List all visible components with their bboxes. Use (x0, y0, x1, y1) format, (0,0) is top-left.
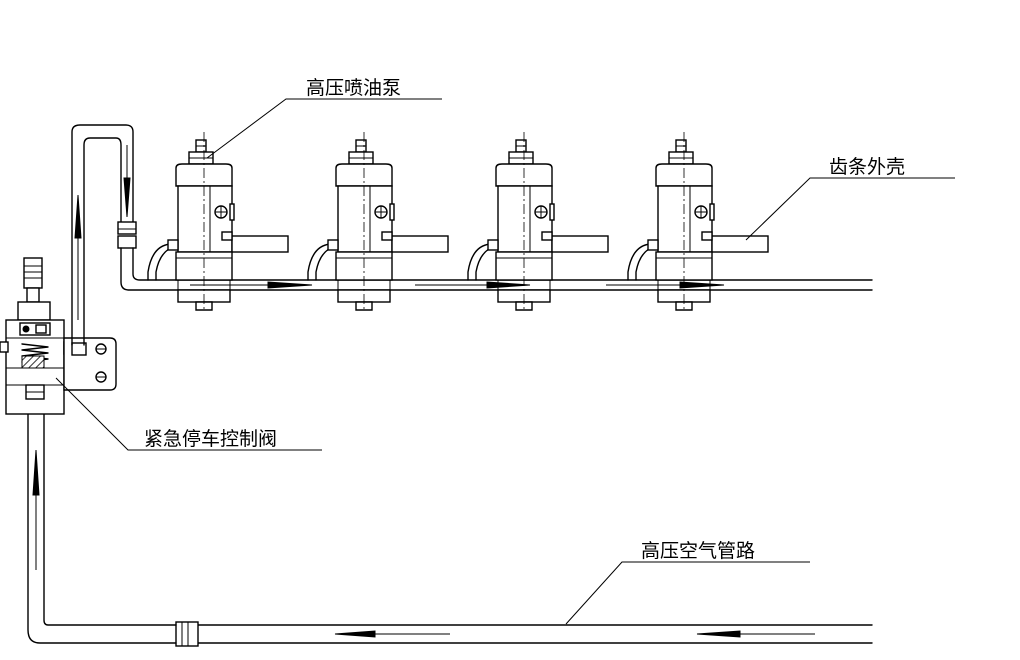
high-pressure-air-pipe (27, 399, 873, 647)
air-pipe-label: 高压空气管路 (641, 540, 755, 562)
flow-arrows-pilot (74, 145, 725, 320)
rack-housing-label: 齿条外壳 (829, 156, 905, 178)
emergency-valve-label: 紧急停车控制阀 (144, 428, 277, 450)
emergency-stop-valve (0, 257, 117, 415)
leader-lines (55, 98, 955, 625)
flow-arrows-bottom (32, 449, 815, 638)
pilot-air-pipe (71, 124, 873, 346)
injection-pump-label: 高压喷油泵 (306, 77, 401, 99)
